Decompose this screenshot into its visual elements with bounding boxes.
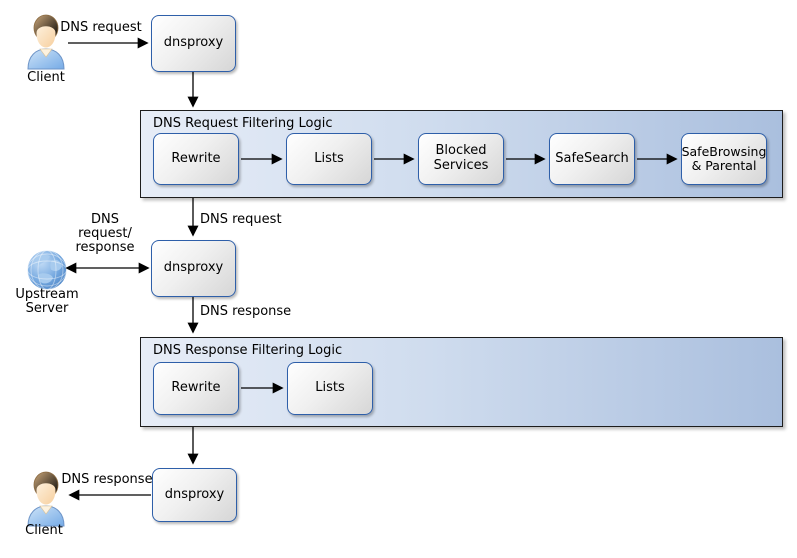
client-icon [27,14,65,70]
filter-box-rewrite-2: Rewrite [153,362,239,415]
upstream-server-label: Upstream Server [15,287,79,316]
globe-icon [27,250,67,290]
dnsproxy-node-3: dnsproxy [152,468,237,522]
client-bottom-label: Client [25,523,63,538]
client-top-label: Client [27,70,65,85]
edge-label-line: request/ [78,226,132,241]
filter-box-safesearch: SafeSearch [549,133,635,185]
dnsproxy-node-1: dnsproxy [151,15,236,72]
response-filtering-title: DNS Response Filtering Logic [153,343,343,358]
filter-box-lists-2: Lists [287,362,373,415]
response-filtering-container: DNS Response Filtering Logic [140,337,783,427]
client-icon-bottom [27,471,65,527]
edge-label-dns-request-top: DNS request [60,20,142,35]
edge-label-line: DNS [91,212,119,227]
filter-box-safebrowsing: SafeBrowsing & Parental [681,133,767,185]
filter-box-lists-1: Lists [286,133,372,185]
edge-label-line: response [75,240,135,255]
request-filtering-title: DNS Request Filtering Logic [153,116,333,131]
edge-label-dns-response-bottom: DNS response [61,472,153,487]
filter-box-blocked-services: Blocked Services [418,133,504,185]
filter-box-rewrite-1: Rewrite [153,133,239,185]
dnsproxy-node-2: dnsproxy [151,240,236,297]
edge-label-dns-request-mid: DNS request [200,212,282,227]
edge-label-dns-request-response: DNS request/ response [68,213,142,255]
edge-label-dns-response-mid: DNS response [200,304,292,319]
